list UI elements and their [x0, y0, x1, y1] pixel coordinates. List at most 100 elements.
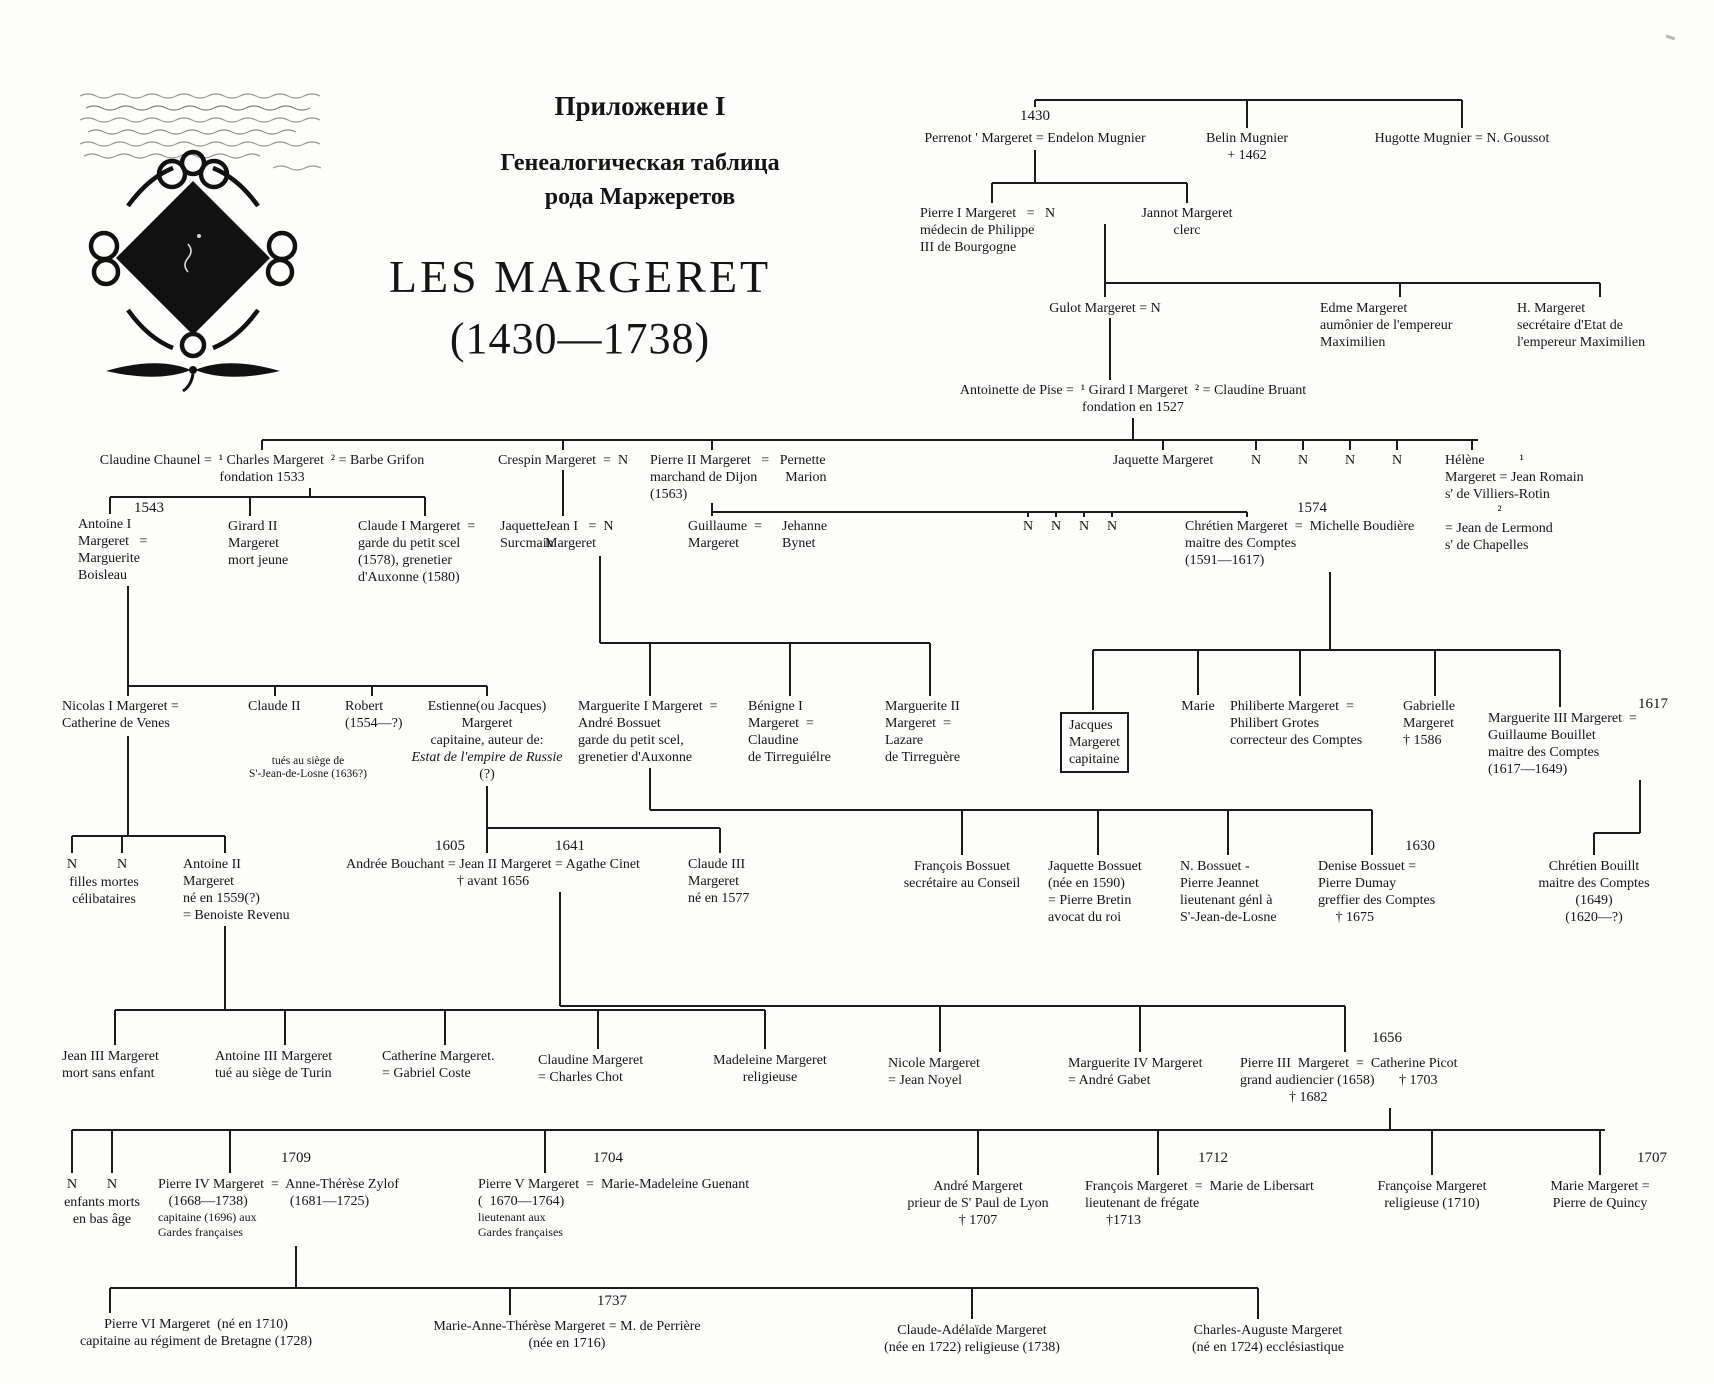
node-madeleine-margeret-line: Madeleine Margeret: [713, 1053, 827, 1068]
node-perrenot-margeret: Perrenot ' Margeret = Endelon Mugnier: [924, 130, 1145, 147]
node-claude-iii-line: né en 1577: [688, 891, 750, 906]
node-chretien-margeret-line: Chrétien Margeret = Michelle Boudière: [1185, 519, 1415, 534]
node-francoise-margeret-line: religieuse (1710): [1384, 1196, 1480, 1211]
node-n-g5-d: N: [1392, 452, 1402, 469]
node-claude-ii-line: Claude II: [248, 699, 301, 714]
node-main-title-years-line: (1430—1738): [449, 314, 711, 363]
node-marie-margeret-quincy: Marie Margeret =Pierre de Quincy: [1550, 1178, 1649, 1212]
node-appendix-subtitle-line: рода Маржеретов: [544, 184, 736, 210]
node-pierre-ii-line: (1563): [650, 487, 688, 502]
node-jean-ii-line: † avant 1656: [456, 874, 530, 889]
node-n-g5-d-line: N: [1391, 453, 1403, 468]
node-jean-ii-line: Andrée Bouchant = Jean II Margeret = Aga…: [346, 857, 640, 872]
node-marie-margeret: Marie: [1181, 698, 1214, 715]
node-antoine-i-line: Antoine I: [78, 517, 132, 532]
node-crespin-margeret: Crespin Margeret = N: [498, 452, 628, 469]
node-jacques-margeret-line: capitaine: [1069, 752, 1120, 767]
node-year-1656: 1656: [1372, 1030, 1402, 1047]
node-philiberte-margeret-line: Philibert Grotes: [1230, 716, 1320, 731]
node-antoine-iii-line: Antoine III Margeret: [215, 1049, 333, 1064]
node-n-bossuet-line: lieutenant génl à: [1180, 893, 1273, 908]
node-pierre-v-line: ( 1670—1764): [478, 1194, 565, 1209]
node-n-g10-b: N: [107, 1176, 117, 1193]
node-hugotte-mugnier: Hugotte Mugnier = N. Goussot: [1375, 130, 1550, 147]
node-year-1430-line: 1430: [1020, 108, 1050, 124]
node-marguerite-i-line: grenetier d'Auxonne: [578, 750, 693, 765]
node-chretien-margeret: Chrétien Margeret = Michelle Boudière mai…: [1185, 518, 1414, 569]
node-pierre-iii-line: Pierre III Margeret = Catherine Picot: [1240, 1056, 1458, 1071]
node-year-1574: 1574: [1297, 500, 1327, 517]
node-siege-note-line: tués au siège de: [271, 755, 345, 767]
node-jean-iii-line: mort sans enfant: [62, 1066, 155, 1081]
node-catherine-margeret-line: = Gabriel Coste: [382, 1066, 471, 1081]
node-jean-iii-line: Jean III Margeret: [62, 1049, 159, 1064]
node-crespin-margeret-line: Crespin Margeret = N: [497, 453, 629, 468]
node-marguerite-i-line: André Bossuet: [578, 716, 661, 731]
node-hugotte-mugnier-line: Hugotte Mugnier = N. Goussot: [1374, 131, 1550, 146]
node-benigne-i-line: Bénigne I: [748, 699, 803, 714]
node-benigne-i-line: Margeret =: [748, 716, 814, 731]
node-francois-bossuet-line: François Bossuet: [913, 859, 1011, 874]
node-main-title-line: LES MARGERET: [388, 251, 772, 302]
node-estienne-margeret-line: Estat de l'empire de Russie: [411, 750, 563, 765]
node-jannot-margeret-line: Jannot Margeret: [1141, 206, 1233, 221]
node-guillaume-margeret-line: Margeret: [688, 536, 740, 551]
node-benigne-i-line: Claudine: [748, 733, 799, 748]
node-guillaume-margeret-line: Guillaume =: [688, 519, 762, 534]
node-estienne-margeret-line: (?): [479, 767, 495, 782]
node-year-1707-line: 1707: [1637, 1150, 1667, 1166]
node-jacques-margeret-line: Jacques: [1069, 718, 1113, 733]
node-benigne-i-line: de Tirreguiélre: [748, 750, 831, 765]
node-chretien-bouillt-line: (1649): [1575, 893, 1613, 908]
node-pierre-v: Pierre V Margeret = Marie-Madeleine Guen…: [478, 1176, 749, 1240]
node-pierre-iii-line: grand audiencier (1658) † 1703: [1240, 1073, 1438, 1088]
node-chretien-margeret-line: (1591—1617): [1185, 553, 1265, 568]
node-n-g5-a-line: N: [1250, 453, 1262, 468]
node-girard-i-line: Antoinette de Pise = ¹ Girard I Margeret…: [959, 383, 1307, 398]
node-jean-i-line: Jean I = N: [545, 519, 614, 534]
node-n-g8-b-line: N: [116, 857, 128, 872]
node-n-bossuet-line: Pierre Jeannet: [1180, 876, 1259, 891]
node-marguerite-ii-line: Lazare: [885, 733, 924, 748]
node-chretien-margeret-line: maitre des Comptes: [1185, 536, 1297, 551]
node-pierre-ii-line: Pierre II Margeret = Pernette: [650, 453, 826, 468]
node-n-g10-b-line: N: [106, 1177, 118, 1192]
node-pierre-v-line: lieutenant aux: [478, 1210, 546, 1224]
node-n-g6-d: N: [1107, 518, 1117, 535]
node-pierre-i-line: Pierre I Margeret = N: [920, 206, 1056, 221]
node-h-margeret-line: l'empereur Maximilien: [1517, 335, 1646, 350]
node-nicole-margeret: Nicole Margeret= Jean Noyel: [888, 1055, 980, 1089]
node-enfants-note-line: enfants morts: [64, 1195, 140, 1210]
node-pierre-i-line: III de Bourgogne: [920, 240, 1017, 255]
node-marguerite-iii-line: Guillaume Bouillet: [1488, 728, 1596, 743]
manuscript-text: [79, 93, 322, 171]
node-francois-margeret-line: lieutenant de frégate: [1085, 1196, 1200, 1211]
node-n-g5-c: N: [1345, 452, 1355, 469]
node-jaquette-margeret: Jaquette Margeret: [1113, 452, 1213, 469]
node-marie-anne-therese-line: (née en 1716): [528, 1336, 606, 1351]
node-helene-margeret-line: Margeret = Jean Romain: [1445, 470, 1584, 485]
node-gabrielle-margeret-line: Gabrielle: [1403, 699, 1456, 714]
node-year-1630: 1630: [1405, 838, 1435, 855]
coat-of-arms: [79, 93, 322, 393]
node-charles-auguste-line: Charles-Auguste Margeret: [1193, 1323, 1343, 1338]
node-chretien-bouillt-line: Chrétien Bouillt: [1548, 859, 1640, 874]
node-edme-margeret-line: Maximilien: [1320, 335, 1386, 350]
node-helene-margeret-line: s' de Chapelles: [1445, 538, 1529, 553]
node-year-1630-line: 1630: [1405, 838, 1435, 854]
node-year-1707: 1707: [1637, 1150, 1667, 1167]
node-marguerite-ii-line: Margeret =: [885, 716, 951, 731]
node-n-g8-a-line: N: [66, 857, 78, 872]
node-jaquette-surcmain-line: Jaquette: [500, 519, 546, 534]
node-girard-i: Antoinette de Pise = ¹ Girard I Margeret…: [960, 382, 1306, 416]
node-n-g6-d-line: N: [1106, 519, 1118, 534]
node-jaquette-margeret-line: Jaquette Margeret: [1112, 453, 1214, 468]
